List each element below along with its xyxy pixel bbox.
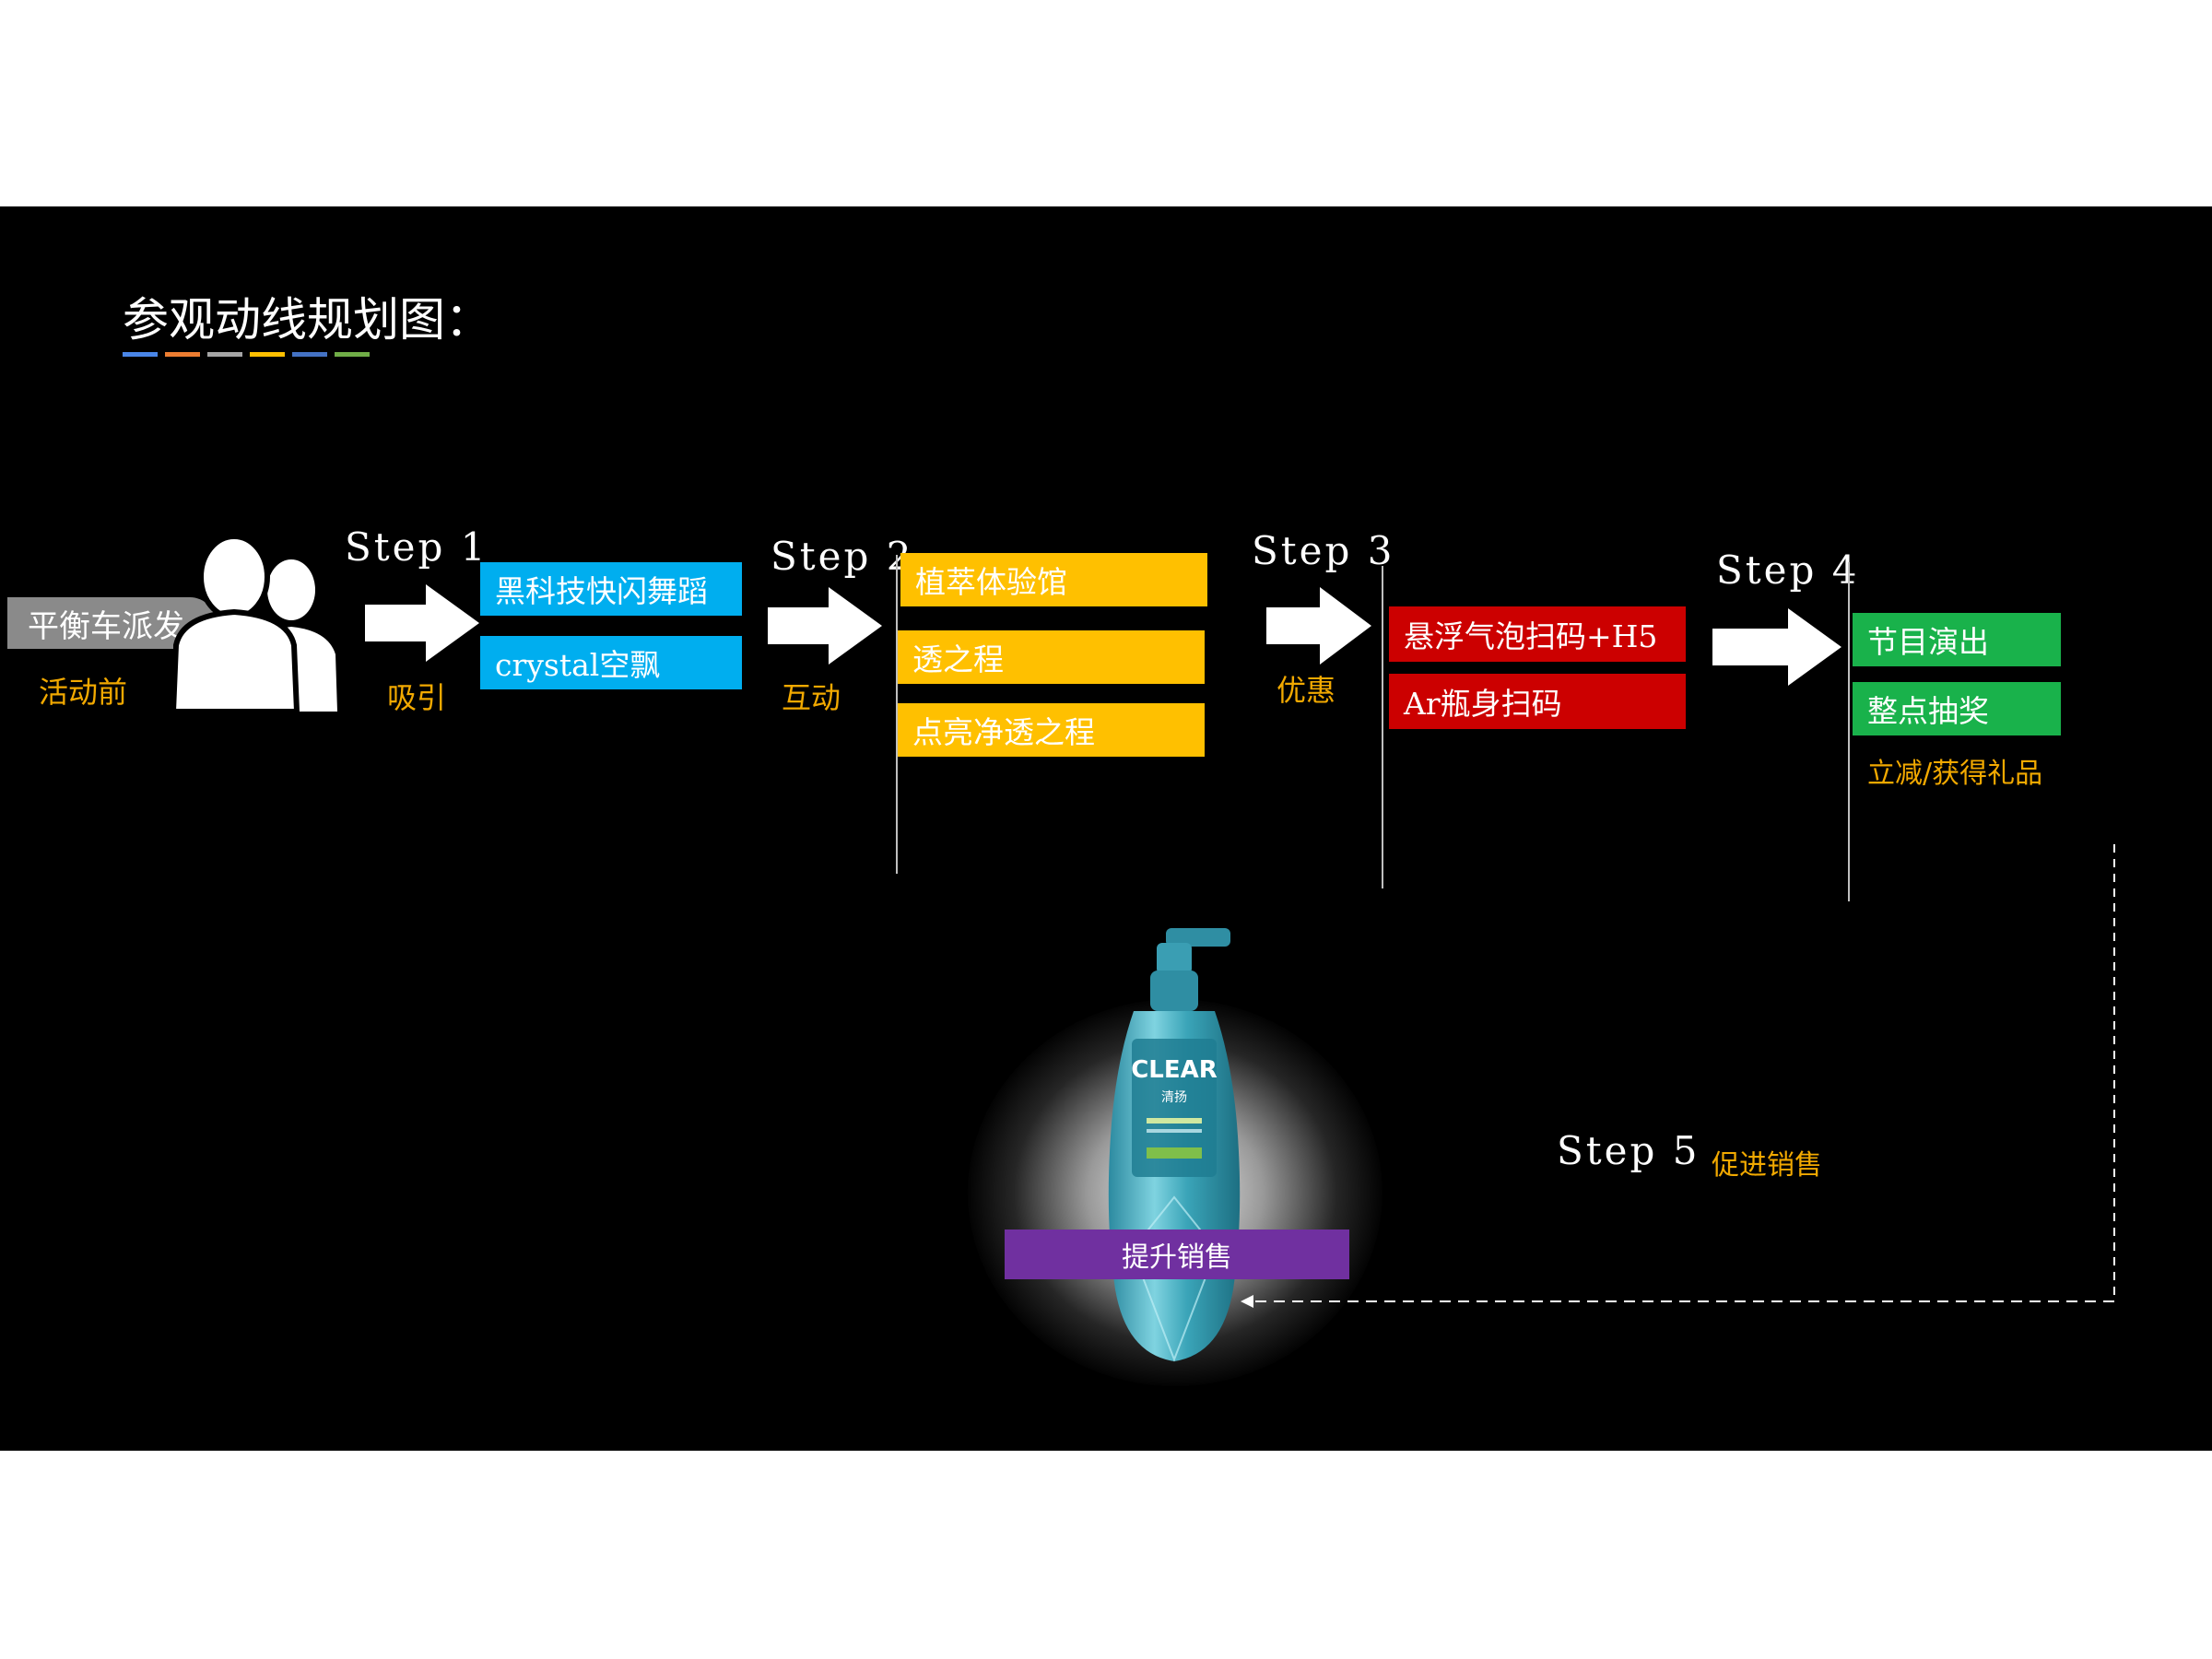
step-2-label: 互动	[782, 680, 841, 715]
shampoo-bottle: CLEAR 清扬	[1108, 928, 1241, 1362]
step-4-item-1: 节目演出	[1853, 613, 2061, 666]
step-2-item-2: 透之程	[898, 630, 1205, 684]
title-underline	[123, 352, 370, 357]
underline-seg-orange	[165, 352, 200, 357]
people-icon	[173, 536, 337, 712]
pre-label: 活动前	[39, 675, 128, 710]
step-1-title: Step 1	[345, 524, 488, 570]
step-3-item-1: 悬浮气泡扫码+H5	[1389, 606, 1686, 662]
step-2-item-1: 植萃体验馆	[900, 553, 1207, 606]
underline-seg-blue	[123, 352, 158, 357]
arrow-right-icon	[1712, 608, 1841, 686]
step-3-item-2: Ar瓶身扫码	[1389, 674, 1686, 729]
page-title: 参观动线规划图：	[123, 293, 491, 347]
product-caption: 提升销售	[1005, 1230, 1349, 1279]
underline-seg-grey	[207, 352, 242, 357]
step-1-label: 吸引	[387, 680, 447, 715]
step-4-item-2: 整点抽奖	[1853, 682, 2061, 735]
underline-seg-yellow	[250, 352, 285, 357]
step-2-item-3: 点亮净透之程	[898, 703, 1205, 757]
step-3-divider	[1382, 566, 1383, 888]
underline-seg-green	[335, 352, 370, 357]
slide: 参观动线规划图： 平衡车派发 活动前 Step 1 吸引 黑科技快闪舞蹈 cry…	[0, 206, 2212, 1451]
step-4-label: 立减/获得礼品	[1867, 758, 2043, 790]
step-2-divider	[896, 555, 898, 874]
step-1-item-1: 黑科技快闪舞蹈	[480, 562, 742, 616]
bottle-brand: CLEAR	[1131, 1056, 1218, 1084]
step-1-item-2: crystal空飘	[480, 636, 742, 689]
step-3-title: Step 3	[1252, 528, 1395, 573]
arrow-right-icon	[365, 584, 479, 662]
step-2-title: Step 2	[771, 534, 914, 579]
step-5-label: 促进销售	[1712, 1149, 1822, 1182]
bottle-brand-cn: 清扬	[1161, 1090, 1187, 1105]
arrow-right-icon	[1266, 587, 1371, 665]
step-4-title: Step 4	[1716, 547, 1860, 593]
arrow-right-icon	[768, 587, 882, 665]
step-3-label: 优惠	[1277, 673, 1336, 708]
underline-seg-darkblue	[292, 352, 327, 357]
step-5-title: Step 5	[1557, 1128, 1700, 1173]
pre-tag: 平衡车派发	[7, 597, 216, 649]
step-4-divider	[1848, 562, 1850, 901]
